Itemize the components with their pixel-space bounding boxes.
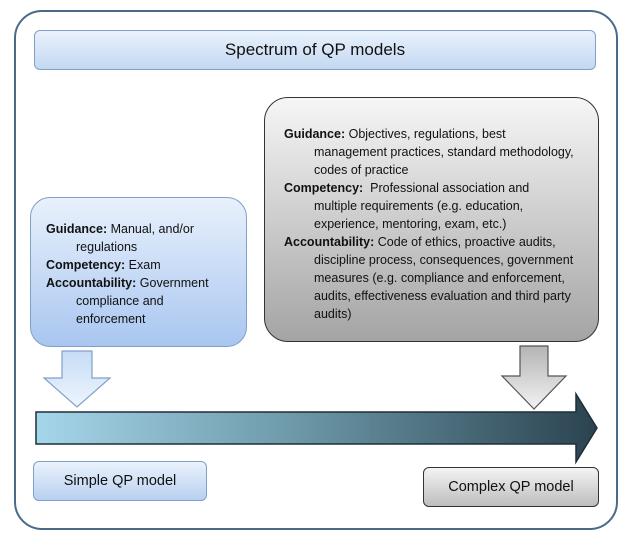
- simple-model-box: Guidance: Manual, and/or regulations Com…: [30, 197, 247, 347]
- simple-competency-text: Exam: [125, 258, 161, 272]
- complex-accountability: Accountability: Code of ethics, proactiv…: [284, 233, 588, 323]
- complex-competency-rest: multiple requirements (e.g. education, e…: [314, 199, 524, 231]
- complex-model-label-text: Complex QP model: [448, 479, 574, 495]
- simple-guidance: Guidance: Manual, and/or regulations: [46, 220, 236, 256]
- diagram-title: Spectrum of QP models: [34, 30, 596, 70]
- complex-guidance-rest: management practices, standard methodolo…: [314, 145, 574, 177]
- diagram-title-text: Spectrum of QP models: [224, 40, 406, 59]
- simple-accountability-label: Accountability:: [46, 276, 137, 290]
- complex-accountability-first: Code of ethics, proactive audits,: [374, 235, 556, 249]
- complex-competency: Competency: Professional association and…: [284, 179, 588, 233]
- simple-guidance-first: Manual, and/or: [107, 222, 194, 236]
- complex-competency-label: Competency:: [284, 181, 364, 195]
- complex-guidance: Guidance: Objectives, regulations, best …: [284, 125, 588, 179]
- complex-model-box: Guidance: Objectives, regulations, best …: [264, 97, 599, 342]
- complex-model-label: Complex QP model: [423, 467, 599, 507]
- simple-down-arrow: [42, 350, 112, 408]
- simple-model-label-text: Simple QP model: [63, 473, 177, 489]
- simple-accountability-first: Government: [136, 276, 209, 290]
- simple-accountability-rest: compliance and enforcement: [76, 294, 164, 326]
- spectrum-arrow: [35, 391, 598, 465]
- complex-down-arrow: [500, 345, 568, 410]
- complex-competency-first: Professional association and: [363, 181, 530, 195]
- simple-competency: Competency: Exam: [46, 256, 236, 274]
- simple-guidance-rest: regulations: [76, 240, 138, 254]
- simple-model-label: Simple QP model: [33, 461, 207, 501]
- complex-guidance-label: Guidance:: [284, 127, 346, 141]
- complex-guidance-first: Objectives, regulations, best: [345, 127, 506, 141]
- simple-guidance-label: Guidance:: [46, 222, 108, 236]
- simple-competency-label: Competency:: [46, 258, 126, 272]
- simple-accountability: Accountability: Government compliance an…: [46, 274, 236, 328]
- complex-accountability-label: Accountability:: [284, 235, 375, 249]
- outer-frame: [14, 10, 618, 530]
- complex-accountability-rest: discipline process, consequences, govern…: [314, 253, 574, 321]
